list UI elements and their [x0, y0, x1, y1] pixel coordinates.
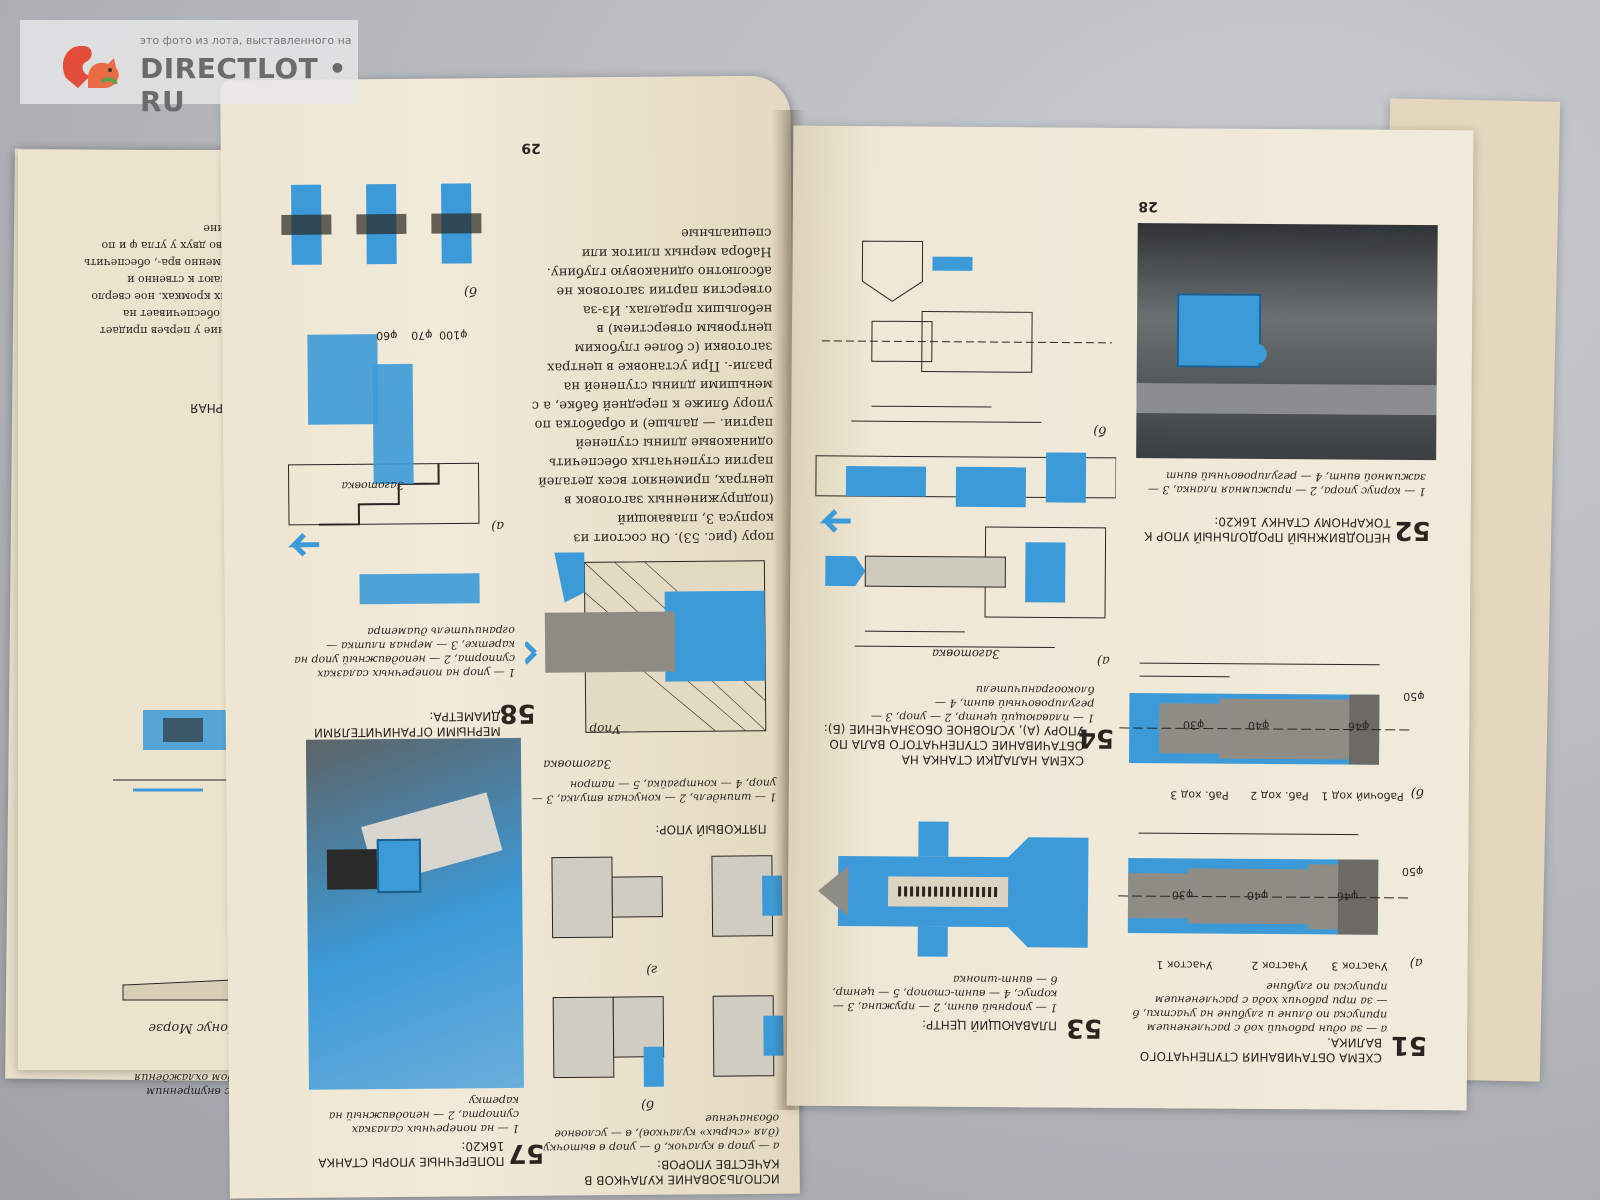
fig54-sub-a: а) [1096, 652, 1110, 668]
watermark-caption: это фото из лота, выставленного на [140, 34, 352, 47]
fig58b-small-diagrams [281, 183, 482, 265]
fig51b-label-3: Раб. ход 3 [1170, 788, 1229, 802]
right-page: 28 1 — корпус упора, 2 — прижимная планк… [786, 125, 1474, 1111]
fig58-sub-b: б) [463, 283, 478, 299]
fig53-number: 53 [1065, 1012, 1103, 1043]
fig54-title: СХЕМА НАЛАДКИ СТАНКА НА ОБТАЧИВАНИЕ СТУП… [823, 721, 1085, 768]
right-page-number: 28 [1138, 198, 1158, 215]
fig51-sub-a: а) [1409, 954, 1423, 971]
fig54-number: 54 [1077, 722, 1115, 753]
fig51b-label-2: Раб. ход 2 [1250, 788, 1309, 803]
left-page-body: пору (рис. 53). Он состоит из корпуса 3,… [531, 224, 775, 546]
fig-upor-legend: 1 — шпиндель, 2 — конусная втулка, 3 — у… [531, 776, 777, 806]
fig52-legend: 1 — корпус упора, 2 — прижимная планка, … [1147, 469, 1427, 499]
fig-upor-diagram [524, 552, 767, 733]
fig-kulachki-legend: а — упор в кулачок, б — упор в выточку (… [543, 1111, 780, 1155]
fig57-title: ПОПЕРЕЧНЫЕ УПОРЫ СТАНКА 16К20: [318, 1139, 505, 1170]
fig51b-diagram [1119, 662, 1410, 765]
fig58-diagram [287, 334, 480, 605]
fig51b-dim-40: φ40 [1247, 718, 1270, 732]
fig52-number: 52 [1394, 514, 1431, 546]
fig-kulachki-title: ИСПОЛЬЗОВАНИЕ КУЛАЧКОВ В КАЧЕСТВЕ УПОРОВ… [584, 1156, 780, 1188]
left-page: 29 б) пору (рис. 53). Он состоит из корп… [220, 75, 800, 1199]
fig54-workpiece: Заготовка [931, 646, 1000, 662]
fig51-sub-b: б) [1410, 784, 1424, 801]
fig58-sub-a: а) [491, 518, 505, 534]
left-leaf-fig-label: Конус Морзе [148, 1020, 238, 1035]
fig58-legend: 1 — упор на поперечных салазках суппорта… [294, 623, 516, 681]
directlot-watermark: это фото из лота, выставленного на DIREC… [20, 20, 358, 118]
fig51a-label-1: Участок 1 [1156, 958, 1213, 972]
fig58-dim-100: φ100 [439, 328, 468, 342]
fig58-workpiece: Заготовка [341, 478, 404, 493]
fig53-legend: 1 — упорный винт, 2 — пружина, 3 — корпу… [832, 972, 1058, 1015]
fig51a-dim-30: φ30 [1171, 888, 1194, 902]
fig53-diagram [818, 821, 1089, 957]
fig-upor-label-upor: Упор [589, 722, 621, 737]
fig-kulachki-sub-g: г) [646, 961, 658, 977]
fig54b-diagram [821, 240, 1112, 423]
fig58-dim-70: φ70 [411, 328, 433, 342]
fig51-title: СХЕМА ОБТАЧИВАНИЯ СТУПЕНЧАТОГО ВАЛИКА. [1139, 1035, 1383, 1065]
fig51a-diagram [1118, 832, 1409, 935]
fig58-dim-60: φ60 [376, 328, 398, 343]
fig51-legend: а — за один рабочий ход с расчленением п… [1132, 979, 1388, 1036]
fig51a-label-2: Участок 2 [1251, 958, 1308, 973]
fig51-number: 51 [1390, 1029, 1428, 1061]
fig51b-label-1: Рабочий ход 1 [1321, 789, 1404, 803]
fig-kulachki-sub-b: б) [641, 1096, 655, 1112]
fig57-photo [305, 737, 524, 1090]
fig54-legend: 1 — плавающий центр, 2 — упор, 3 — регул… [870, 682, 1095, 725]
fig51b-dim-50: φ50 [1403, 689, 1425, 704]
fig52-photo [1136, 223, 1438, 461]
fig-upor-title: ПЯТКОВЫЙ УПОР: [655, 821, 767, 837]
fig51b-dim-30: φ30 [1182, 718, 1205, 732]
fig57-legend: 1 — на поперечных салазках суппорта, 2 —… [328, 1093, 520, 1137]
left-page-number: 29 [521, 139, 541, 156]
fig54-sub-b: б) [1093, 422, 1107, 438]
fig51a-dim-46: φ46 [1336, 889, 1359, 903]
fig-kulachki-diagram [551, 855, 784, 1087]
fig51b-dim-46: φ46 [1347, 719, 1370, 733]
fig51a-dim-50: φ50 [1401, 864, 1424, 879]
watermark-logo-text: DIRECTLOT • RU [140, 52, 347, 118]
fig52-title: НЕПОДВИЖНЫЙ ПРОДОЛЬНЫЙ УПОР К ТОКАРНОМУ … [1143, 514, 1391, 545]
fig51a-label-3: Участок 3 [1331, 959, 1388, 973]
fig-upor-label-workpiece: Заготовка [543, 757, 612, 772]
fig53-title: ПЛАВАЮЩИЙ ЦЕНТР: [922, 1017, 1058, 1033]
fig54a-diagram [815, 452, 1117, 648]
fig51a-dim-40: φ40 [1246, 888, 1269, 902]
squirrel-icon [62, 45, 119, 88]
